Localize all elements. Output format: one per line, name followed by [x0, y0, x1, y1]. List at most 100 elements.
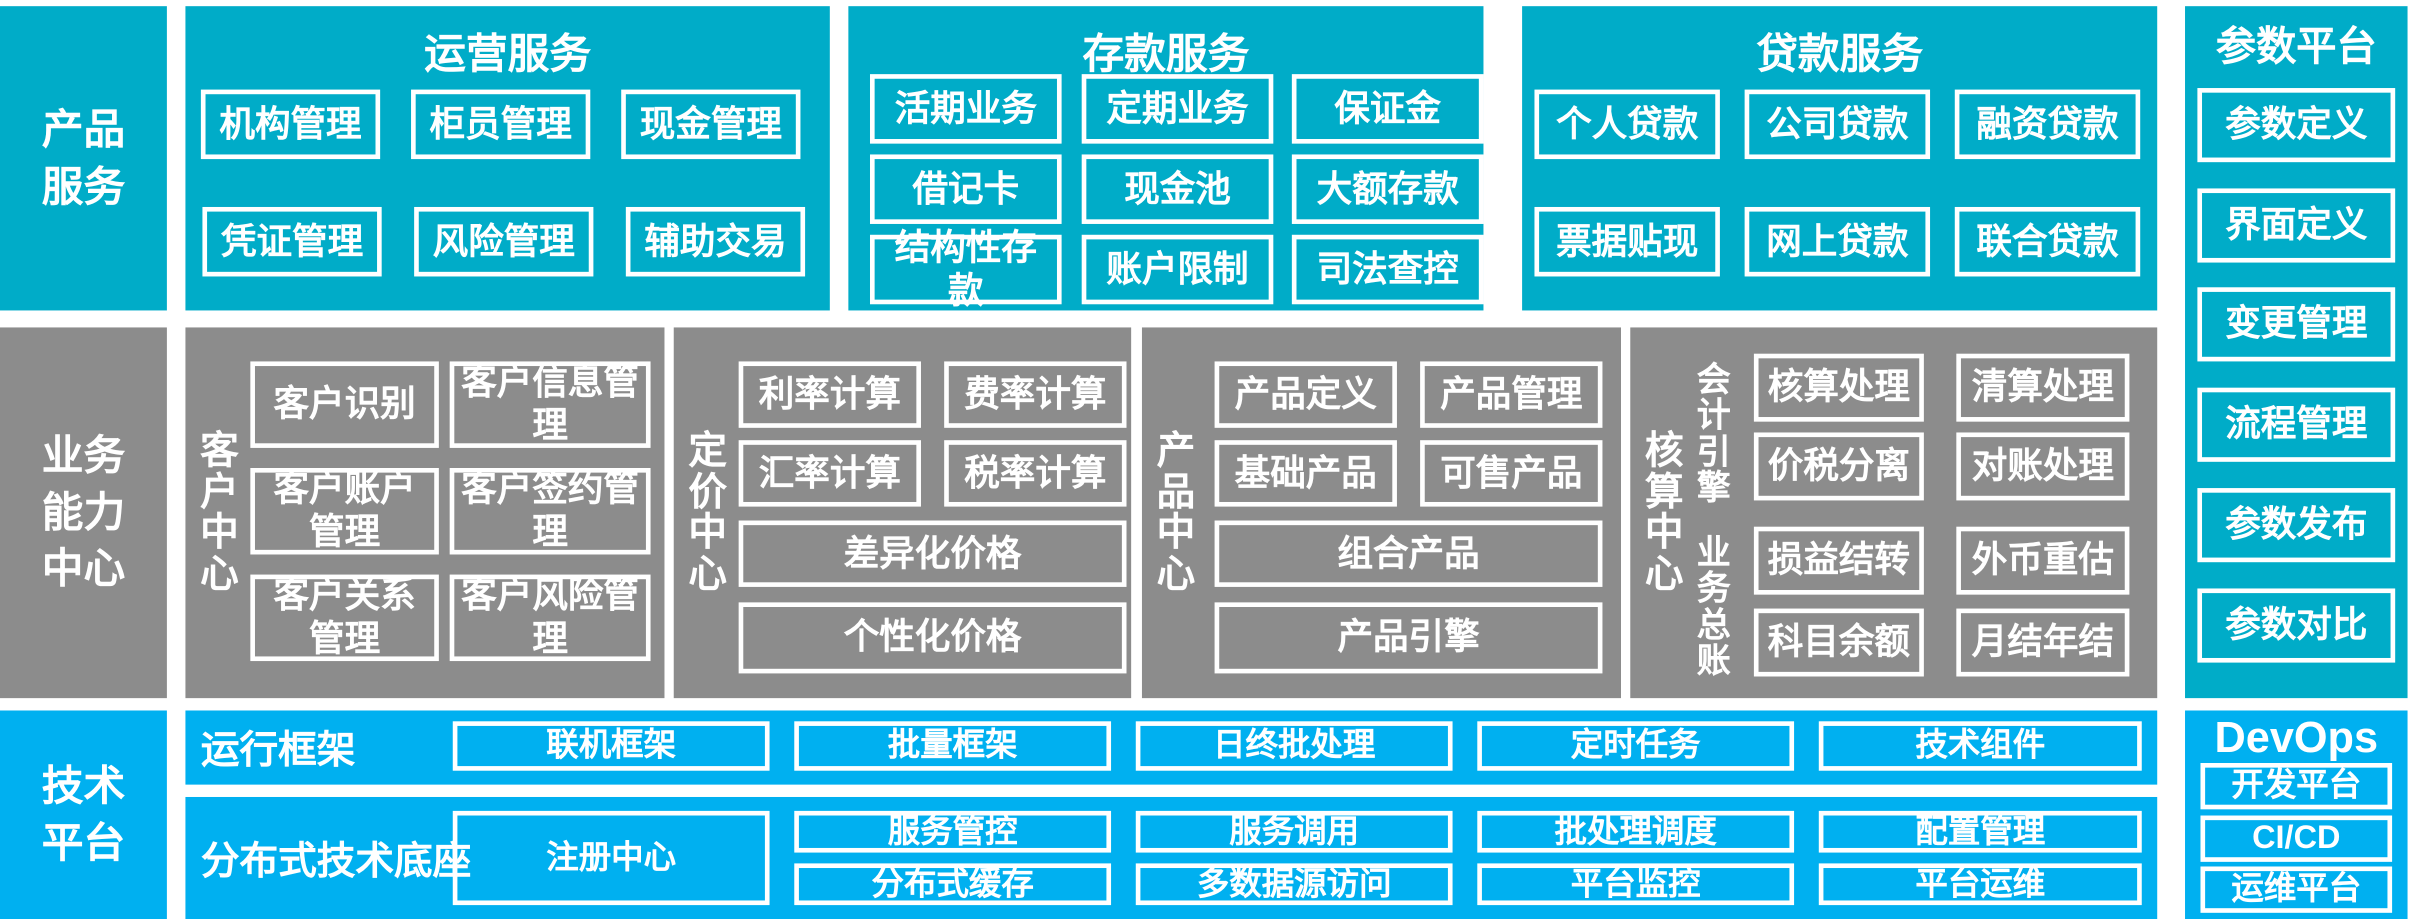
- tile-foundation-r2-4[interactable]: 平台运维: [1818, 863, 2142, 906]
- vlabel-char-3: 心: [1644, 552, 1684, 596]
- tile-pricing-wide-2[interactable]: 个性化价格: [738, 602, 1127, 674]
- tile-deposit-2[interactable]: 定期业务: [1081, 74, 1274, 144]
- tile-product-4[interactable]: 可售产品: [1420, 440, 1603, 507]
- row-product-service-label-block: [0, 6, 167, 311]
- tile-operation-4[interactable]: 凭证管理: [202, 206, 382, 277]
- panel-pricing-center: [673, 327, 1132, 699]
- tile-parameter-2[interactable]: 界面定义: [2197, 188, 2396, 263]
- tile-parameter-6[interactable]: 参数对比: [2197, 588, 2396, 663]
- tile-product-3[interactable]: 基础产品: [1214, 440, 1397, 507]
- tile-pricing-wide-1[interactable]: 差异化价格: [738, 520, 1127, 587]
- tile-devops-3[interactable]: 运维平台: [2200, 866, 2393, 913]
- tile-foundation-r1-2[interactable]: 服务调用: [1135, 810, 1453, 853]
- tile-foundation-r2-1[interactable]: 分布式缓存: [794, 863, 1112, 906]
- panel-customer-center: [185, 327, 665, 699]
- tile-customer-3[interactable]: 客户账户管理: [250, 467, 439, 555]
- vlabel-char-3: 心: [688, 552, 728, 596]
- tile-runtime-1[interactable]: 联机框架: [452, 721, 770, 771]
- tile-deposit-3[interactable]: 保证金: [1291, 74, 1484, 144]
- tile-runtime-3[interactable]: 日终批处理: [1135, 721, 1453, 771]
- panel-devops: [2185, 710, 2408, 919]
- vlabel-char-2: 中: [1644, 511, 1684, 555]
- tile-foundation-r2-2[interactable]: 多数据源访问: [1135, 863, 1453, 906]
- row-label-business-capability: 业务 能力 中心: [41, 433, 126, 592]
- tile-foundation-r1-3[interactable]: 批处理调度: [1477, 810, 1795, 853]
- vlabel-char-0: 产: [1156, 429, 1196, 473]
- tile-ledger-4[interactable]: 月结年结: [1956, 608, 2130, 677]
- vlabel-customer-center: 客 户 中 心: [198, 327, 241, 698]
- tile-product-wide-2[interactable]: 产品引擎: [1214, 602, 1603, 674]
- tile-loan-6[interactable]: 联合贷款: [1954, 206, 2141, 277]
- tile-loan-3[interactable]: 融资贷款: [1954, 89, 2141, 160]
- tile-pricing-3[interactable]: 汇率计算: [738, 440, 921, 507]
- vlabel-char-2: 中: [688, 511, 728, 555]
- tile-customer-4[interactable]: 客户签约管理: [449, 467, 651, 555]
- tile-devops-2[interactable]: CI/CD: [2200, 815, 2393, 862]
- tile-product-wide-1[interactable]: 组合产品: [1214, 520, 1603, 587]
- tile-loan-4[interactable]: 票据贴现: [1534, 206, 1720, 277]
- tile-operation-2[interactable]: 柜员管理: [411, 89, 591, 160]
- tile-ledger-2[interactable]: 外币重估: [1956, 526, 2130, 595]
- tile-product-1[interactable]: 产品定义: [1214, 361, 1397, 428]
- tile-foundation-r1-1[interactable]: 服务管控: [794, 810, 1112, 853]
- vlabel-accounting-engine: 会 计 引 擎: [1694, 352, 1734, 514]
- tile-ledger-3[interactable]: 科目余额: [1753, 608, 1924, 677]
- tile-loan-2[interactable]: 公司贷款: [1744, 89, 1931, 160]
- tile-operation-5[interactable]: 风险管理: [414, 206, 594, 277]
- tile-accounting-3[interactable]: 价税分离: [1753, 432, 1924, 501]
- tile-operation-6[interactable]: 辅助交易: [625, 206, 806, 277]
- panel-title-deposit-service: 存款服务: [1082, 30, 1250, 78]
- vlabel-char-0: 核: [1644, 429, 1684, 473]
- tile-parameter-5[interactable]: 参数发布: [2197, 488, 2396, 563]
- label-distributed-foundation: 分布式技术底座: [200, 839, 472, 883]
- tile-operation-1[interactable]: 机构管理: [200, 89, 381, 160]
- tile-deposit-1[interactable]: 活期业务: [869, 74, 1062, 144]
- vlabel-char-0: 业: [1696, 533, 1731, 572]
- tile-pricing-2[interactable]: 费率计算: [944, 361, 1127, 428]
- vlabel-char-0: 定: [688, 429, 728, 473]
- vlabel-char-1: 算: [1644, 470, 1684, 514]
- tile-deposit-4[interactable]: 借记卡: [869, 154, 1062, 224]
- vlabel-char-1: 户: [200, 470, 239, 514]
- tile-ledger-1[interactable]: 损益结转: [1753, 526, 1924, 595]
- tile-deposit-7[interactable]: 结构性存款: [869, 227, 1062, 310]
- vlabel-char-2: 引: [1696, 431, 1731, 471]
- tile-foundation-r2-3[interactable]: 平台监控: [1477, 863, 1795, 906]
- panel-title-devops: DevOps: [2214, 713, 2379, 762]
- panel-title-parameter-platform: 参数平台: [2215, 23, 2377, 70]
- row-label-tech-platform: 技术 平台: [41, 763, 126, 866]
- tile-deposit-9[interactable]: 司法查控: [1291, 234, 1484, 305]
- tile-parameter-3[interactable]: 变更管理: [2197, 287, 2396, 362]
- vlabel-char-0: 会: [1696, 360, 1731, 399]
- tile-loan-1[interactable]: 个人贷款: [1534, 89, 1720, 160]
- tile-devops-1[interactable]: 开发平台: [2200, 763, 2393, 810]
- tile-runtime-5[interactable]: 技术组件: [1818, 721, 2142, 771]
- vlabel-accounting-center: 核 算 中 心: [1643, 327, 1686, 698]
- tile-loan-5[interactable]: 网上贷款: [1744, 206, 1931, 277]
- tile-accounting-2[interactable]: 清算处理: [1956, 353, 2130, 422]
- tile-parameter-1[interactable]: 参数定义: [2197, 88, 2396, 163]
- vlabel-char-1: 务: [1696, 569, 1731, 608]
- tile-pricing-1[interactable]: 利率计算: [738, 361, 921, 428]
- tile-customer-5[interactable]: 客户关系管理: [250, 574, 439, 662]
- tile-deposit-5[interactable]: 现金池: [1081, 154, 1274, 224]
- tile-customer-2[interactable]: 客户信息管理: [449, 361, 651, 448]
- tile-runtime-4[interactable]: 定时任务: [1477, 721, 1795, 771]
- vlabel-product-center: 产 品 中 心: [1154, 327, 1197, 698]
- tile-accounting-1[interactable]: 核算处理: [1753, 353, 1924, 422]
- tile-parameter-4[interactable]: 流程管理: [2197, 387, 2396, 462]
- tile-customer-6[interactable]: 客户风险管理: [449, 574, 651, 662]
- tile-pricing-4[interactable]: 税率计算: [944, 440, 1127, 507]
- tile-operation-3[interactable]: 现金管理: [621, 89, 801, 160]
- tile-foundation-r1-4[interactable]: 配置管理: [1818, 810, 2142, 853]
- vlabel-char-3: 心: [1156, 552, 1196, 596]
- tile-deposit-6[interactable]: 大额存款: [1291, 154, 1484, 224]
- tile-accounting-4[interactable]: 对账处理: [1956, 432, 2130, 501]
- tile-product-2[interactable]: 产品管理: [1420, 361, 1603, 428]
- panel-title-loan-service: 贷款服务: [1756, 30, 1924, 78]
- tile-registry-center[interactable]: 注册中心: [452, 810, 770, 906]
- tile-runtime-2[interactable]: 批量框架: [794, 721, 1112, 771]
- tile-deposit-8[interactable]: 账户限制: [1081, 234, 1274, 305]
- tile-customer-1[interactable]: 客户识别: [250, 361, 439, 448]
